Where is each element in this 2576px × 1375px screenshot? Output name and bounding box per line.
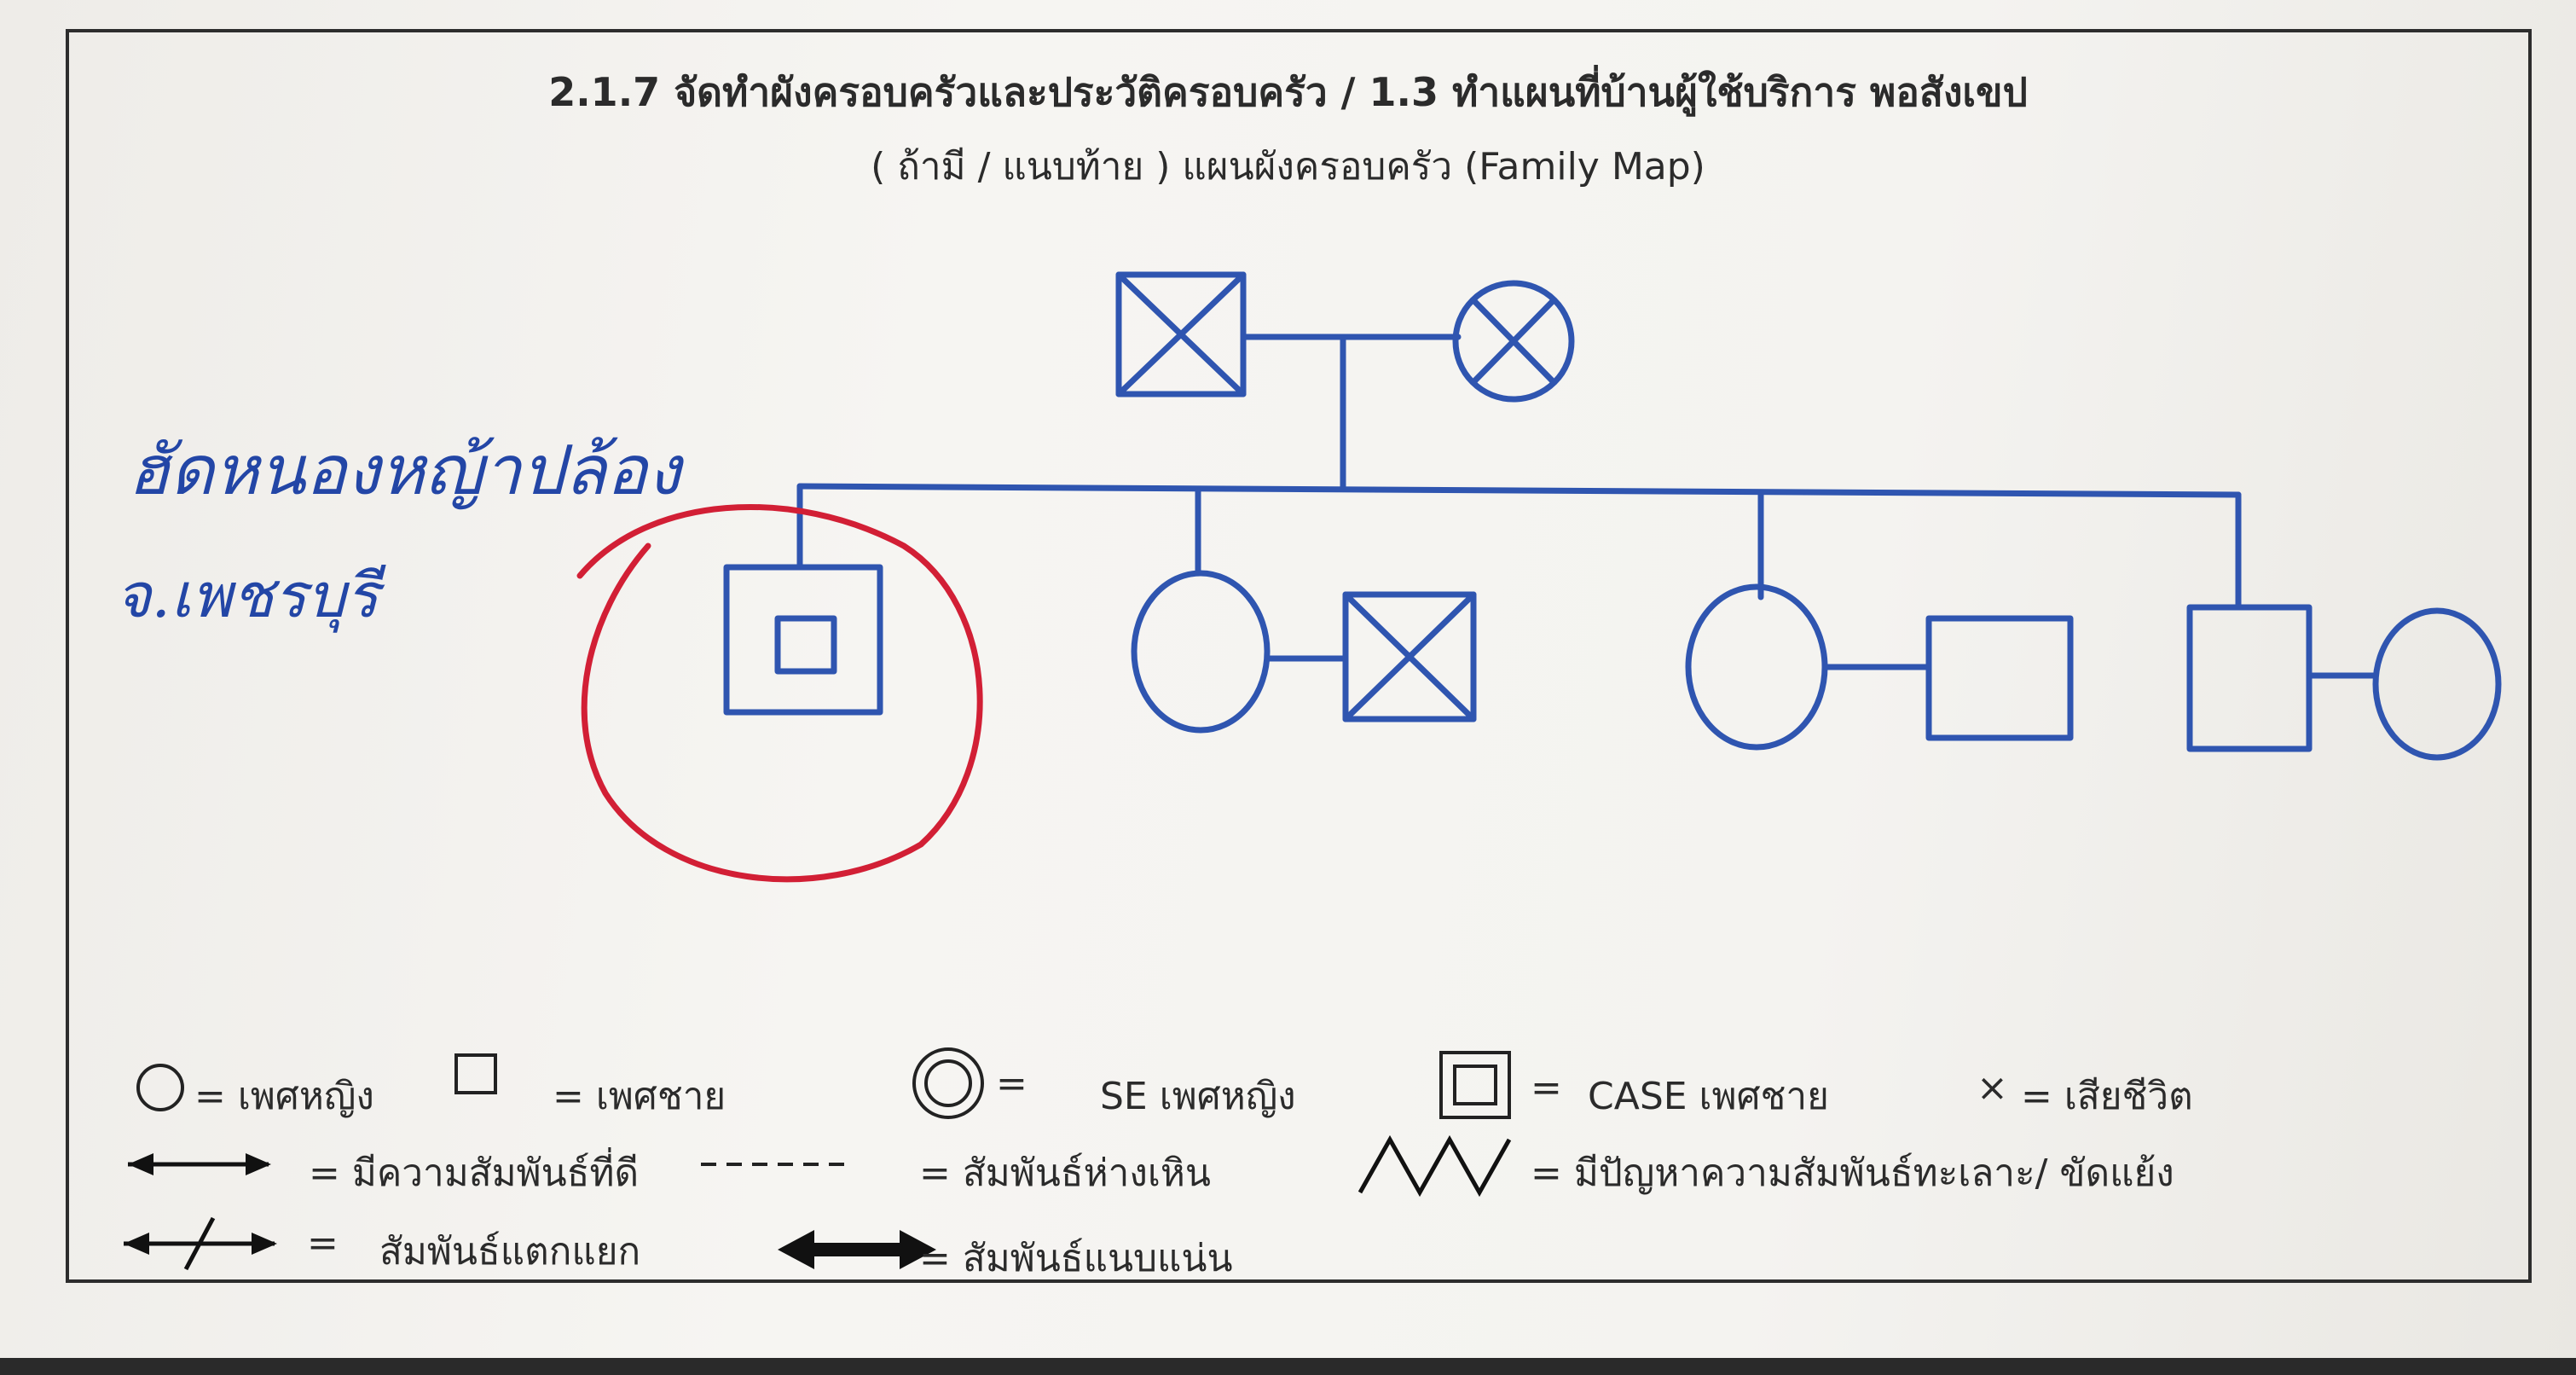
child-2-female [1131,570,1271,734]
child-2-spouse-deceased-male [1342,591,1477,722]
child-3-female [1685,583,1828,751]
broken-relation-arrow [124,1216,277,1271]
good-relation-arrow [128,1153,271,1175]
table-edge [0,1358,2576,1375]
father-deceased-male [1115,271,1247,397]
case-highlight-circle [576,504,983,883]
child-3-spouse-male [1925,615,2074,741]
legend-case-male-eq: = [1531,1066,1562,1110]
legend-distant-relation: = สัมพันธ์ห่างเหิน [919,1152,1211,1195]
handwritten-place-line-1: ฮัดหนองหญ้าปล้อง [128,431,681,510]
legend-deceased-mark: × [1977,1066,2008,1110]
form-title: 2.1.7 จัดทำผังครอบครัวและประวัติครอบครัว… [548,69,2028,115]
legend-close-relation: = สัมพันธ์แนบแน่น [919,1237,1233,1280]
case-male-child [723,564,883,716]
child-4-spouse-female [2372,607,2502,761]
legend-conflict-relation: = มีปัญหาความสัมพันธ์ทะเลาะ/ ขัดแย้ง [1531,1152,2174,1195]
legend-se-female-eq: = [996,1062,1028,1105]
legend-deceased: = เสียชีวิต [2021,1075,2193,1118]
child-4-male [2186,604,2313,752]
female-symbol [136,1064,184,1111]
form-frame [66,29,2532,1283]
legend-broken-relation: สัมพันธ์แตกแยก [379,1230,641,1273]
legend-male: = เพศชาย [553,1075,726,1118]
legend-broken-eq: = [307,1221,339,1265]
male-symbol [454,1053,497,1094]
conflict-relation-zigzag [1357,1134,1512,1198]
se-female-symbol [912,1047,984,1119]
legend-case-male: CASE เพศชาย [1588,1075,1829,1118]
legend-se-female: SE เพศหญิง [1100,1075,1296,1118]
handwritten-place-line-2: จ.เพชรบุรี [115,560,379,631]
close-relation-arrow [778,1230,936,1269]
mother-deceased-female [1452,280,1575,403]
case-male-symbol [1439,1051,1511,1119]
legend-good-relation: = มีความสัมพันธ์ที่ดี [309,1152,640,1195]
legend-female: = เพศหญิง [194,1075,374,1118]
sibship-line [796,483,2242,498]
form-subtitle: ( ถ้ามี / แนบท้าย ) แผนผังครอบครัว (Fami… [871,145,1705,189]
